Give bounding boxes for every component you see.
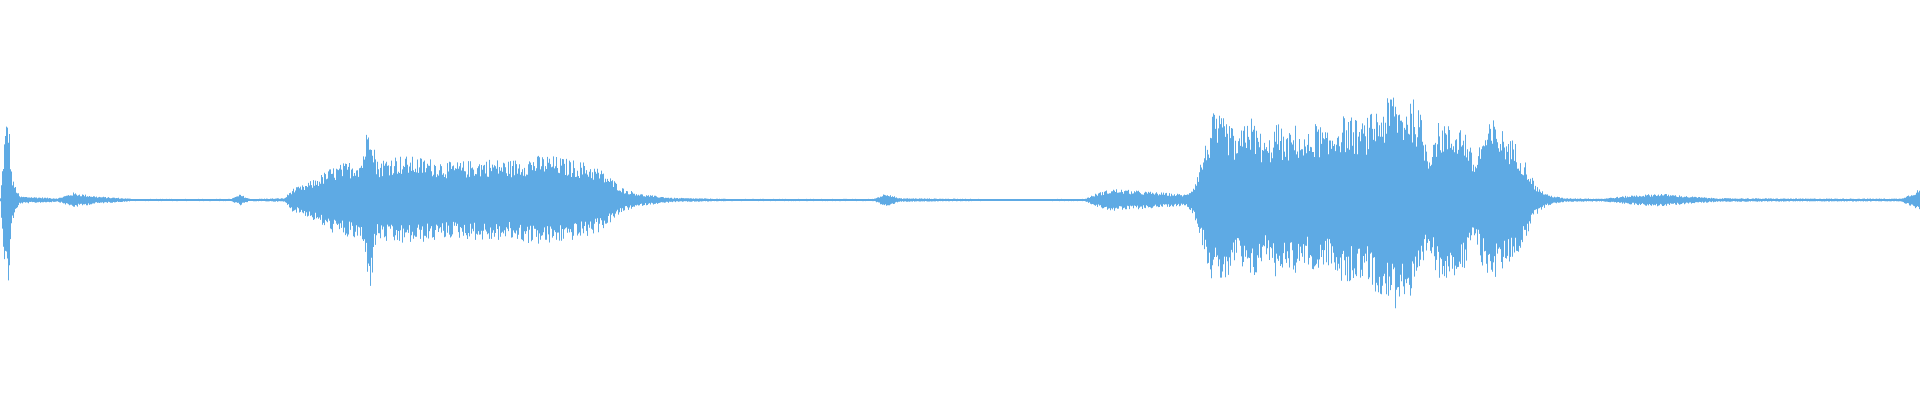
waveform-bars	[0, 97, 1920, 309]
